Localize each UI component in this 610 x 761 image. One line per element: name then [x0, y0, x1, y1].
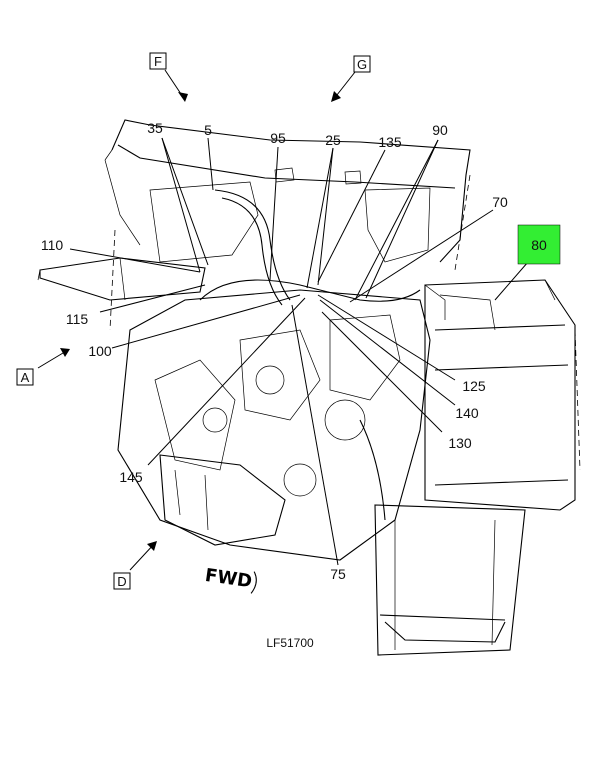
view-label-d: D: [117, 574, 126, 589]
callout-labels: 35 5 95 25 135 90 70 110 115 100 125 140…: [41, 120, 508, 582]
callout-100[interactable]: 100: [88, 343, 112, 359]
callout-70[interactable]: 70: [492, 194, 508, 210]
forward-direction-indicator: FWD: [204, 565, 257, 594]
callout-35[interactable]: 35: [147, 120, 163, 136]
view-label-a: A: [21, 370, 30, 385]
fwd-label: FWD: [204, 565, 254, 592]
callout-80[interactable]: 80: [531, 237, 547, 253]
callout-110[interactable]: 110: [41, 237, 64, 253]
view-label-f: F: [154, 54, 162, 69]
view-box-f: [149, 52, 167, 70]
callout-5[interactable]: 5: [204, 122, 212, 138]
callout-135[interactable]: 135: [378, 134, 402, 150]
view-label-boxes: F G A D: [16, 52, 371, 590]
callout-95[interactable]: 95: [270, 130, 286, 146]
highlight-box[interactable]: [517, 224, 561, 265]
callout-125[interactable]: 125: [462, 378, 486, 394]
callout-140[interactable]: 140: [455, 405, 479, 421]
callout-90[interactable]: 90: [432, 122, 448, 138]
callout-130[interactable]: 130: [448, 435, 472, 451]
highlighted-callout-80[interactable]: 80: [517, 224, 561, 265]
view-arrows: [37, 69, 356, 571]
view-box-g: [353, 55, 371, 73]
view-label-g: G: [357, 57, 367, 72]
callout-115[interactable]: 115: [66, 311, 89, 327]
leader-lines: [69, 137, 529, 566]
view-box-d: [113, 572, 131, 590]
callout-25[interactable]: 25: [325, 132, 341, 148]
view-box-a: [16, 368, 34, 386]
callout-75[interactable]: 75: [330, 566, 346, 582]
line-art: [37, 119, 581, 656]
figure-id: LF51700: [266, 636, 314, 650]
forward-arrow-icon: [250, 571, 257, 594]
callout-145[interactable]: 145: [119, 469, 143, 485]
